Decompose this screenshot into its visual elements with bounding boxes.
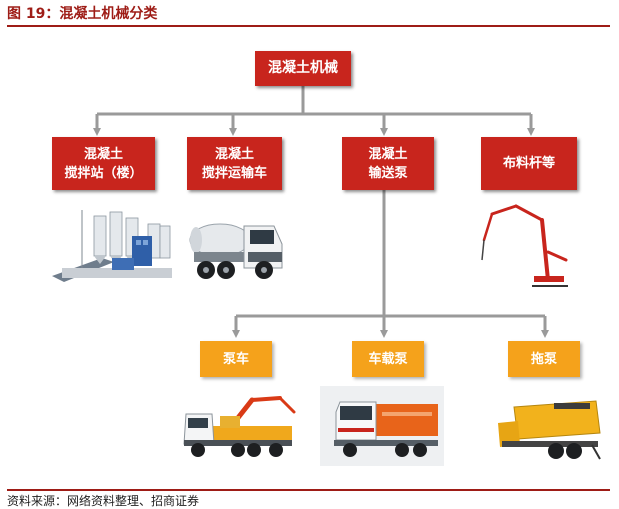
node-label-line2: 搅拌站（楼）	[64, 165, 143, 181]
node-pump-truck: 泵车	[200, 341, 272, 377]
node-label: 拖泵	[530, 351, 557, 367]
mixing-plant-image	[52, 210, 172, 282]
node-label-line2: 搅拌运输车	[201, 165, 267, 181]
trailer-pump-image	[498, 400, 601, 460]
node-concrete-machinery: 混凝土机械	[255, 51, 351, 86]
node-label-line1: 混凝土	[83, 146, 123, 162]
pump-truck-image	[183, 396, 296, 457]
node-label-line1: 混凝土	[368, 146, 408, 162]
title-rule	[7, 25, 610, 27]
footer-rule	[7, 489, 610, 491]
node-concrete-pump: 混凝土 输送泵	[342, 137, 434, 190]
placing-boom-image	[481, 204, 568, 287]
figure-title: 图 19：混凝土机械分类	[7, 6, 158, 22]
node-label: 混凝土机械	[268, 60, 338, 76]
node-label: 车载泵	[368, 351, 408, 367]
node-truck-mounted-pump: 车载泵	[352, 341, 424, 377]
node-mixer-truck: 混凝土 搅拌运输车	[187, 137, 282, 190]
mixer-truck-image	[189, 223, 283, 279]
node-label: 泵车	[222, 351, 249, 367]
node-mixing-station: 混凝土 搅拌站（楼）	[52, 137, 155, 190]
node-trailer-pump: 拖泵	[508, 341, 580, 377]
node-label-line1: 混凝土	[214, 146, 254, 162]
node-placing-boom: 布料杆等	[481, 137, 577, 190]
source-note: 资料来源：网络资料整理、招商证券	[7, 494, 200, 508]
node-label: 布料杆等	[502, 156, 555, 171]
node-label-line2: 输送泵	[368, 165, 408, 181]
truck-mounted-pump-image	[320, 386, 444, 466]
